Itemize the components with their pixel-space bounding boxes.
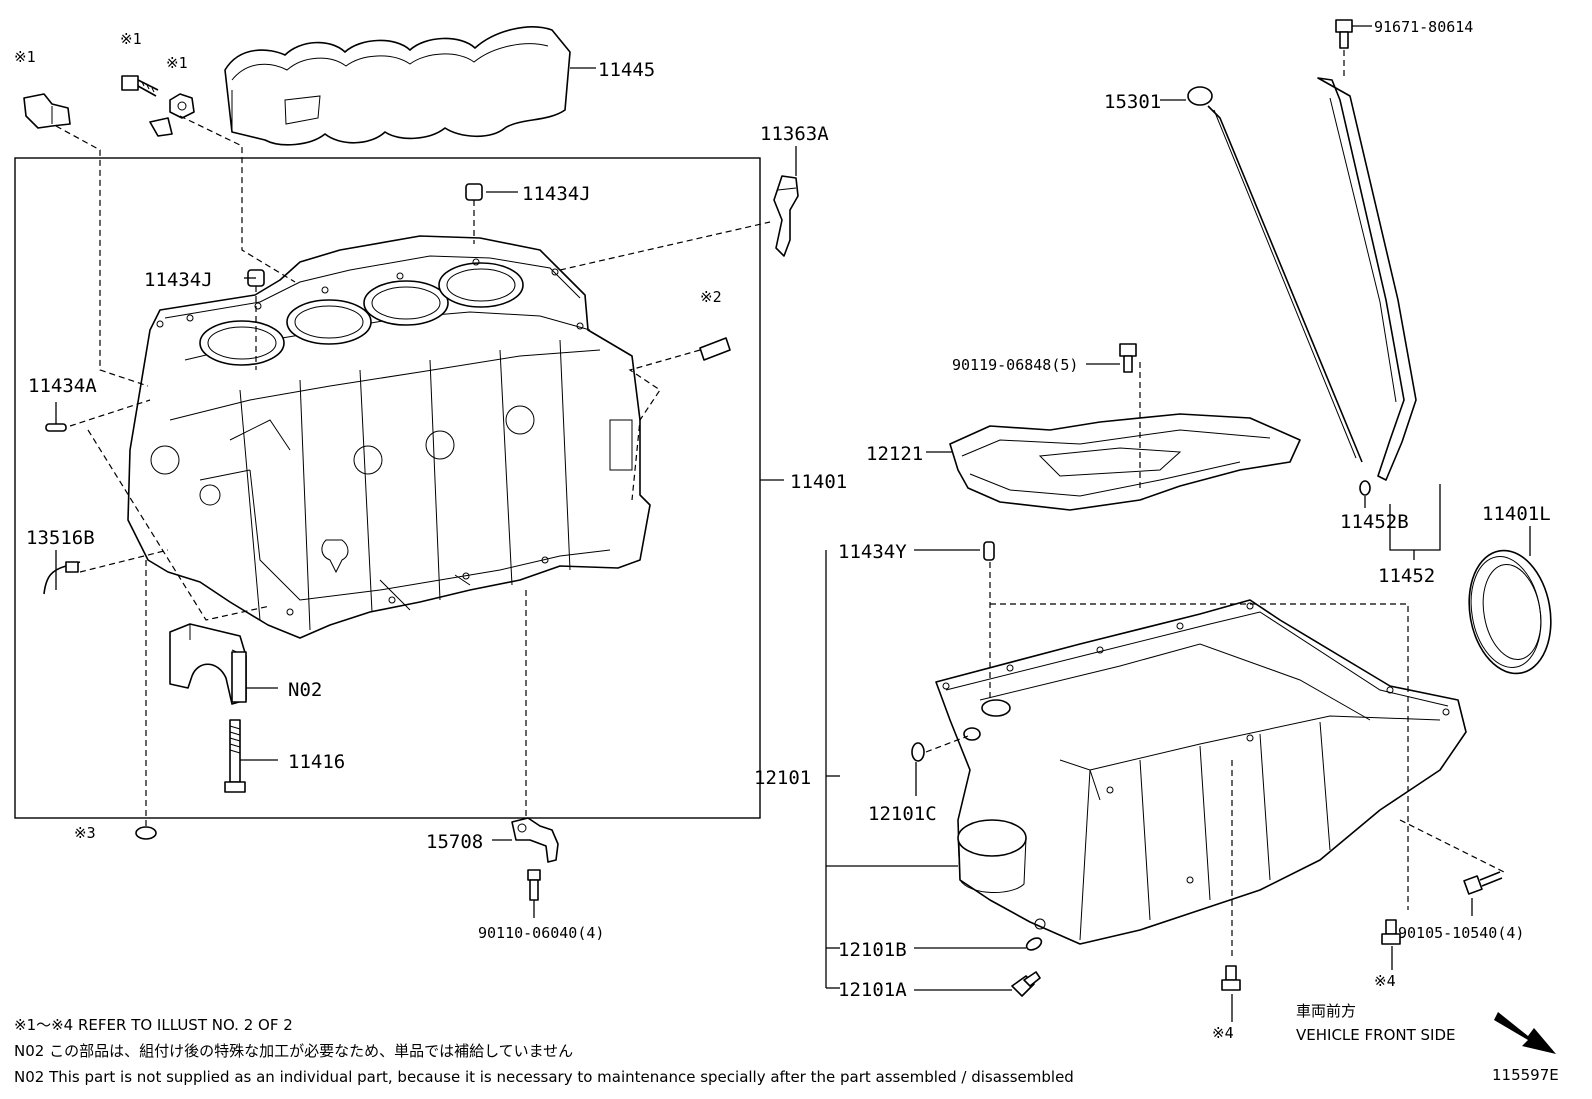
- label-11434A: 11434A: [28, 375, 97, 397]
- ref-mark-1-bolt: ※1: [120, 30, 142, 48]
- dowel-11434J-top: [465, 183, 483, 201]
- cylinder-block-drawing: [127, 235, 651, 639]
- ref-mark-1-sensor: ※1: [14, 48, 36, 66]
- ref-mark-2: ※2: [700, 288, 722, 306]
- label-12101C: 12101C: [868, 803, 937, 825]
- bolt-90105: [1463, 871, 1503, 895]
- bearing-cap-N02: [169, 623, 247, 705]
- front-direction-arrow-icon: [1494, 1012, 1556, 1054]
- dipstick-guide-11452: [1317, 77, 1417, 481]
- dowel-11434Y: [983, 541, 995, 561]
- drain-plug-12101A: [1011, 971, 1041, 997]
- label-11445: 11445: [598, 59, 655, 81]
- pin-11434A: [45, 423, 67, 432]
- ref-mark-3: ※3: [74, 824, 96, 842]
- label-11363A: 11363A: [760, 123, 829, 145]
- bolt-91671: [1335, 19, 1353, 49]
- note-n02-en: N02 This part is not supplied as an indi…: [14, 1068, 1074, 1086]
- ref-mark-4-left: ※4: [1212, 1024, 1234, 1042]
- label-15708: 15708: [426, 831, 483, 853]
- label-12101B: 12101B: [838, 939, 907, 961]
- washer-ref3: [135, 826, 157, 840]
- o-ring-11452B: [1359, 480, 1371, 496]
- gasket-12101B: [1025, 937, 1043, 951]
- label-12101A: 12101A: [838, 979, 907, 1001]
- bolt-ref4-left: [1221, 965, 1241, 991]
- cylinder-block-frame: [14, 157, 761, 819]
- o-ring-12101C: [911, 742, 925, 762]
- ref-mark-4-right: ※4: [1374, 972, 1396, 990]
- label-11401: 11401: [790, 471, 847, 493]
- clamp-ref1-drawing: [149, 93, 195, 137]
- label-11452B: 11452B: [1340, 511, 1409, 533]
- bolt-ref1-drawing: [121, 75, 159, 97]
- bolt-ref4-right: [1381, 919, 1401, 945]
- note-n02-jp: N02 この部品は、組付け後の特殊な加工が必要なため、単品では補給していません: [14, 1042, 573, 1060]
- oil-seal-11401L: [1468, 549, 1552, 675]
- front-side-label-jp: 車両前方: [1296, 1002, 1356, 1020]
- assembly-dashed-lines: [55, 50, 1505, 958]
- head-cover-gasket-drawing: [224, 26, 571, 146]
- label-90119-06848: 90119-06848(5): [952, 356, 1078, 374]
- bolt-90119: [1119, 343, 1137, 373]
- label-11452: 11452: [1378, 565, 1435, 587]
- baffle-plate-12121: [949, 413, 1301, 511]
- knock-sensor-drawing: [23, 93, 71, 129]
- label-N02: N02: [288, 679, 322, 701]
- pin-ref2: [699, 337, 731, 361]
- dipstick-15301: [1187, 86, 1363, 463]
- label-13516B: 13516B: [26, 527, 95, 549]
- label-11434Y: 11434Y: [838, 541, 907, 563]
- label-12121: 12121: [866, 443, 923, 465]
- label-90110-06040: 90110-06040(4): [478, 924, 604, 942]
- label-11434J-top: 11434J: [522, 183, 591, 205]
- label-90105-10540: 90105-10540(4): [1398, 924, 1524, 942]
- label-11416: 11416: [288, 751, 345, 773]
- oil-jet-11363A: [773, 175, 799, 257]
- bolt-11416: [224, 719, 246, 793]
- bolt-90110: [527, 869, 541, 901]
- label-11401L: 11401L: [1482, 503, 1551, 525]
- pipe-13516B: [43, 561, 81, 595]
- leader-lines: [55, 25, 1531, 1022]
- illustration-id: 115597E: [1492, 1066, 1559, 1084]
- label-12101: 12101: [754, 767, 811, 789]
- label-11434J-mid: 11434J: [144, 269, 213, 291]
- label-15301: 15301: [1104, 91, 1161, 113]
- oil-pan-12101: [935, 599, 1467, 945]
- switch-15708: [511, 817, 559, 863]
- ref-mark-1-clamp: ※1: [166, 54, 188, 72]
- front-side-label-en: VEHICLE FRONT SIDE: [1296, 1026, 1456, 1044]
- label-91671-80614: 91671-80614: [1374, 18, 1473, 36]
- note-refer: ※1～※4 REFER TO ILLUST NO. 2 OF 2: [14, 1016, 293, 1034]
